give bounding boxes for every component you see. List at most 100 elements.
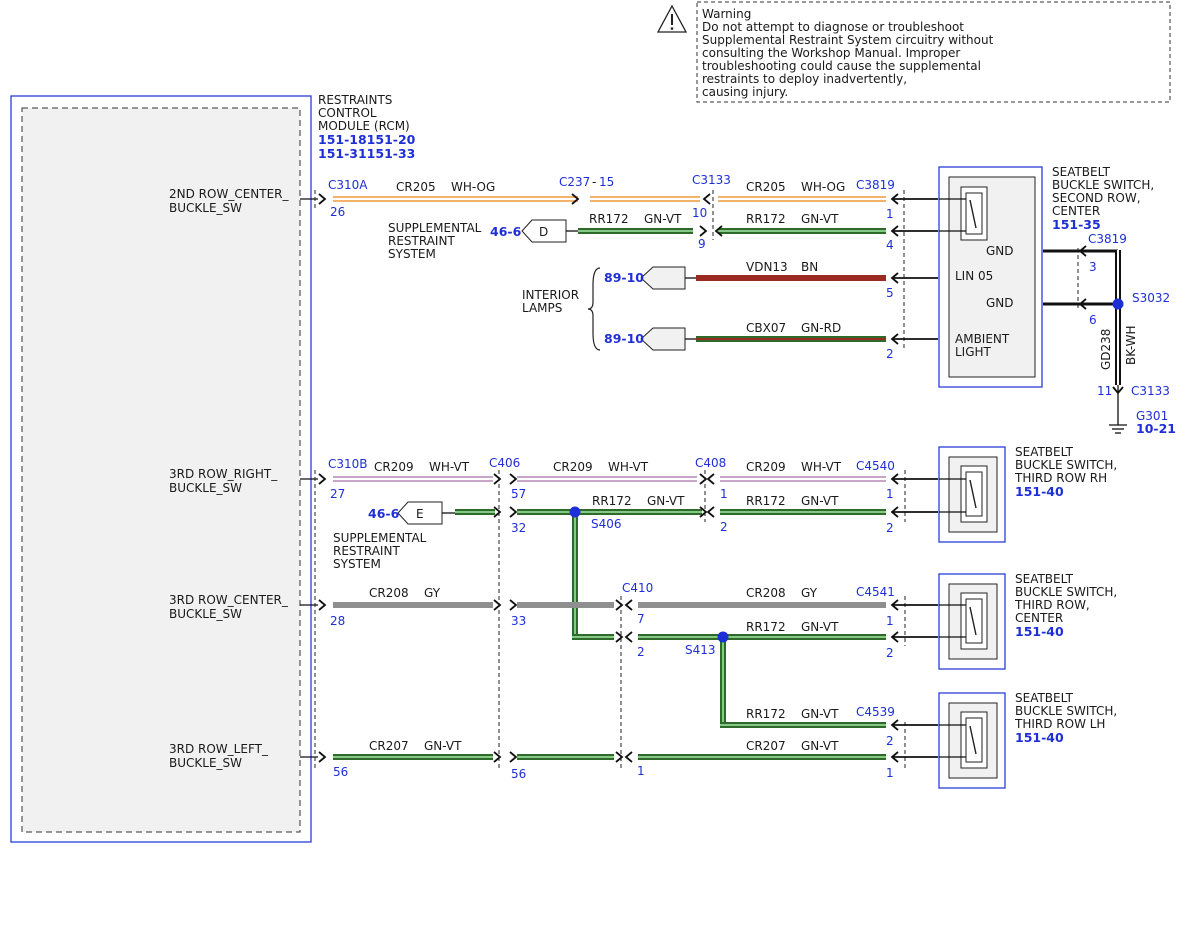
rcm-inputs: 2ND ROW_CENTER_ BUCKLE_SW 3RD ROW_RIGHT_… — [169, 187, 290, 770]
rcm-title: RESTRAINTS CONTROL MODULE (RCM) 151-1815… — [318, 93, 416, 161]
connector-c410[interactable]: C410 — [622, 581, 653, 595]
svg-text:S413: S413 — [685, 643, 716, 657]
wire-cbx07[interactable] — [696, 336, 886, 342]
svg-text:BUCKLE SWITCH,: BUCKLE SWITCH, — [1015, 704, 1117, 718]
svg-text:S406: S406 — [591, 517, 622, 531]
splice-s3032[interactable] — [1112, 298, 1124, 310]
svg-text:THIRD ROW RH: THIRD ROW RH — [1014, 471, 1107, 485]
srs-ref[interactable]: 46-6 — [368, 506, 400, 521]
warning-triangle-icon — [656, 4, 688, 33]
rcm-ref[interactable]: 151-31151-33 — [318, 146, 415, 161]
splice-s406[interactable] — [569, 506, 581, 518]
seatbelt-switch-third-row-rh[interactable] — [938, 446, 1006, 543]
lamp-connector[interactable] — [640, 327, 696, 351]
svg-text:SECOND ROW,: SECOND ROW, — [1052, 191, 1141, 205]
wire-vdn13[interactable] — [696, 275, 886, 281]
connector-c4539[interactable]: C4539 — [856, 705, 895, 719]
seatbelt-switch-third-row-center[interactable] — [938, 573, 1006, 670]
sw3lh-ref[interactable]: 151-40 — [1015, 730, 1064, 745]
splice-s413[interactable] — [717, 631, 729, 643]
seatbelt-switch-third-row-lh[interactable] — [938, 692, 1006, 789]
warning-line: consulting the Workshop Manual. Improper — [702, 46, 960, 60]
sw3rh-ref[interactable]: 151-40 — [1015, 484, 1064, 499]
svg-text:33: 33 — [511, 614, 526, 628]
svg-text:SEATBELT: SEATBELT — [1015, 572, 1074, 586]
svg-text:SEATBELT: SEATBELT — [1052, 165, 1111, 179]
svg-text:CR207: CR207 — [369, 739, 409, 753]
svg-text:LIN 05: LIN 05 — [955, 269, 993, 283]
wire-cr205[interactable] — [333, 196, 886, 202]
connector-c4540[interactable]: C4540 — [856, 459, 895, 473]
svg-text:RR172: RR172 — [746, 620, 786, 634]
svg-text:SUPPLEMENTAL: SUPPLEMENTAL — [388, 221, 482, 235]
connector-c4541[interactable]: C4541 — [856, 585, 895, 599]
svg-text:CR208: CR208 — [369, 586, 409, 600]
lamps-ref[interactable]: 89-10 — [604, 270, 644, 285]
connector-c3819[interactable]: C3819 — [1088, 232, 1127, 246]
ground-ref[interactable]: 10-21 — [1136, 421, 1176, 436]
svg-text:56: 56 — [333, 765, 348, 779]
warning-line: causing injury. — [702, 85, 788, 99]
svg-text:3RD ROW_LEFT_: 3RD ROW_LEFT_ — [169, 742, 269, 756]
rcm-ref[interactable]: 151-18151-20 — [318, 132, 416, 147]
wire-rr172-srs[interactable] — [578, 228, 886, 234]
wire-rr172-3c[interactable] — [638, 634, 886, 728]
connector-c3819[interactable]: C3819 — [856, 178, 895, 192]
svg-text:CENTER: CENTER — [1052, 204, 1100, 218]
connector-c310b[interactable]: C310B — [328, 457, 368, 471]
seatbelt-switch-second-row[interactable]: GND LIN 05 GND AMBIENT LIGHT — [938, 166, 1043, 388]
svg-text:THIRD ROW LH: THIRD ROW LH — [1014, 717, 1105, 731]
connector-c237[interactable]: C237 — [559, 175, 590, 189]
svg-text:WH-VT: WH-VT — [429, 460, 470, 474]
connector-c408[interactable]: C408 — [695, 456, 726, 470]
rcm-module[interactable] — [10, 95, 312, 843]
svg-text:5: 5 — [886, 286, 894, 300]
connector-c406[interactable]: C406 — [489, 456, 520, 470]
svg-text:BN: BN — [801, 260, 818, 274]
wire-cr208[interactable] — [333, 602, 886, 608]
svg-text:CR207: CR207 — [746, 739, 786, 753]
seatbelt-switch-third-row-center-label: SEATBELT BUCKLE SWITCH, THIRD ROW, CENTE… — [1014, 572, 1117, 639]
svg-text:RR172: RR172 — [589, 212, 629, 226]
warning-line: restraints to deploy inadvertently, — [702, 72, 907, 86]
svg-text:GN-VT: GN-VT — [644, 212, 682, 226]
svg-text:CR205: CR205 — [396, 180, 436, 194]
seatbelt-switch-third-row-rh-label: SEATBELT BUCKLE SWITCH, THIRD ROW RH 151… — [1014, 445, 1117, 499]
svg-text:32: 32 — [511, 521, 526, 535]
warning-box: Warning Do not attempt to diagnose or tr… — [656, 1, 1171, 103]
svg-text:WH-OG: WH-OG — [801, 180, 845, 194]
svg-text:BUCKLE SWITCH,: BUCKLE SWITCH, — [1015, 585, 1117, 599]
svg-text:E: E — [416, 507, 424, 521]
sw2-ref[interactable]: 151-35 — [1052, 217, 1101, 232]
ground-g301[interactable]: G301 — [1136, 409, 1168, 423]
sw3c-ref[interactable]: 151-40 — [1015, 624, 1064, 639]
svg-text:15: 15 — [599, 175, 614, 189]
connector-c3133[interactable]: C3133 — [1131, 384, 1170, 398]
svg-text:BUCKLE_SW: BUCKLE_SW — [169, 201, 242, 215]
connector-c3133[interactable]: C3133 — [692, 173, 731, 187]
svg-text:SYSTEM: SYSTEM — [388, 247, 436, 261]
connector-c310a[interactable]: C310A — [328, 178, 368, 192]
pin-numbers: 26 10 1 9 4 5 2 3 6 11 27 57 1 1 32 2 2 … — [330, 205, 1112, 781]
wire-cr207[interactable] — [333, 754, 886, 760]
warning-line: Supplemental Restraint System circuitry … — [702, 33, 994, 47]
srs-label: SUPPLEMENTAL RESTRAINT SYSTEM 46-6 — [388, 221, 522, 261]
srs-connector-d[interactable]: D — [521, 219, 578, 243]
svg-text:BUCKLE_SW: BUCKLE_SW — [169, 756, 242, 770]
seatbelt-switch-second-row-label: SEATBELT BUCKLE SWITCH, SECOND ROW, CENT… — [1052, 165, 1154, 232]
lamps-ref[interactable]: 89-10 — [604, 331, 644, 346]
svg-text:SEATBELT: SEATBELT — [1015, 445, 1074, 459]
svg-text:BUCKLE SWITCH,: BUCKLE SWITCH, — [1052, 178, 1154, 192]
lamp-connector[interactable] — [640, 266, 696, 290]
srs-ref[interactable]: 46-6 — [490, 224, 522, 239]
wire-cr209[interactable] — [333, 476, 886, 482]
wire-rr172-3rh[interactable] — [455, 509, 886, 640]
srs-connector-e[interactable]: E — [397, 501, 455, 525]
svg-text:GND: GND — [986, 244, 1014, 258]
svg-text:GD238: GD238 — [1099, 329, 1113, 370]
svg-text:GN-VT: GN-VT — [647, 494, 685, 508]
svg-text:57: 57 — [511, 487, 526, 501]
connector-labels: C310A C237 - 15 C3133 C3819 C3819 C3133 … — [328, 173, 1170, 719]
